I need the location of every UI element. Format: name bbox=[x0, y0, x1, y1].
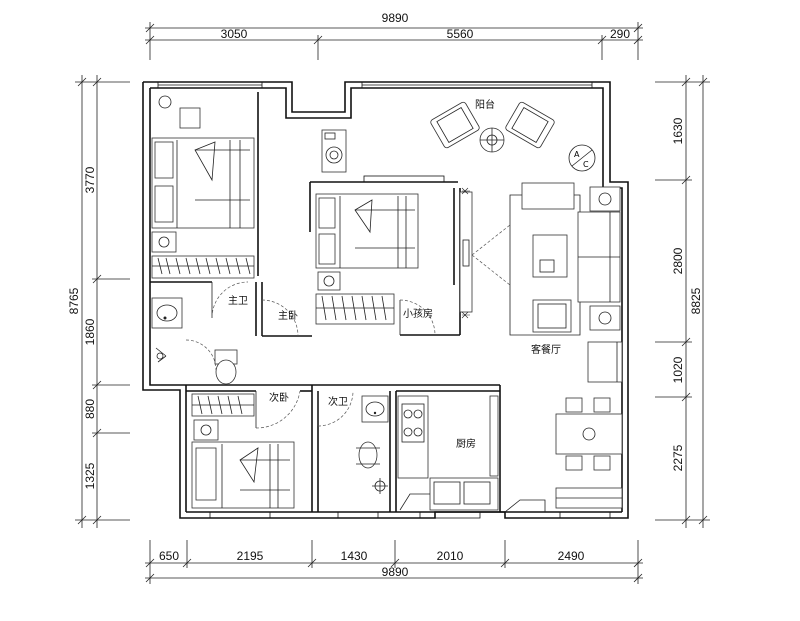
dim-right-segment-1: 1630 bbox=[671, 117, 685, 144]
dim-left-segment-2: 1860 bbox=[83, 318, 97, 345]
dim-right-segment-4: 2275 bbox=[671, 444, 685, 471]
dim-right-segment-2: 2800 bbox=[671, 247, 685, 274]
room-label-second-bedroom: 次卧 bbox=[269, 391, 289, 404]
dim-right-segment-3: 1020 bbox=[671, 356, 685, 383]
second-bedroom-furniture bbox=[191, 393, 295, 509]
dim-top-total: 9890 bbox=[382, 11, 409, 25]
dim-top-segment-3: 290 bbox=[610, 27, 630, 41]
dim-bottom-segment-2: 2195 bbox=[237, 549, 264, 563]
plant-decor bbox=[461, 187, 470, 319]
dim-top-segment-1: 3050 bbox=[221, 27, 248, 41]
master-bedroom-furniture bbox=[151, 95, 255, 279]
room-label-balcony: 阳台 bbox=[475, 98, 495, 111]
dim-bottom-segment-3: 1430 bbox=[341, 549, 368, 563]
dim-bottom-segment-4: 2010 bbox=[437, 549, 464, 563]
dim-left-segment-3: 880 bbox=[83, 399, 97, 419]
dim-top-segment-2: 5560 bbox=[447, 27, 474, 41]
dim-bottom-total: 9890 bbox=[382, 565, 409, 579]
room-label-second-bath: 次卫 bbox=[328, 395, 348, 408]
dim-left-segment-4: 1325 bbox=[83, 462, 97, 489]
ac-unit-icon: A C bbox=[568, 144, 596, 172]
room-label-living-dining: 客餐厅 bbox=[531, 343, 561, 356]
dim-left-segment-1: 3770 bbox=[83, 166, 97, 193]
room-label-kitchen: 厨房 bbox=[456, 437, 476, 450]
room-label-master-bath: 主卫 bbox=[228, 295, 248, 307]
living-dining-furniture bbox=[459, 182, 623, 509]
svg-text:A: A bbox=[574, 150, 580, 159]
doors bbox=[185, 281, 546, 513]
windows bbox=[157, 81, 611, 519]
dim-bottom-segment-5: 2490 bbox=[558, 549, 585, 563]
dim-right-total: 8825 bbox=[689, 287, 703, 314]
kids-room-furniture bbox=[315, 193, 419, 325]
dim-bottom-segment-1: 650 bbox=[159, 549, 179, 563]
svg-text:C: C bbox=[583, 160, 589, 169]
room-label-master-bedroom: 主卧 bbox=[278, 309, 298, 322]
dimension-lines bbox=[75, 22, 710, 584]
kitchen-fixtures bbox=[397, 395, 499, 511]
room-label-kids-room: 小孩房 bbox=[403, 307, 433, 320]
master-bath-fixtures bbox=[151, 297, 238, 385]
second-bath-fixtures bbox=[356, 395, 389, 494]
dim-left-total: 8765 bbox=[67, 287, 81, 314]
balcony-furniture bbox=[430, 101, 555, 153]
washing-machine bbox=[321, 129, 347, 173]
